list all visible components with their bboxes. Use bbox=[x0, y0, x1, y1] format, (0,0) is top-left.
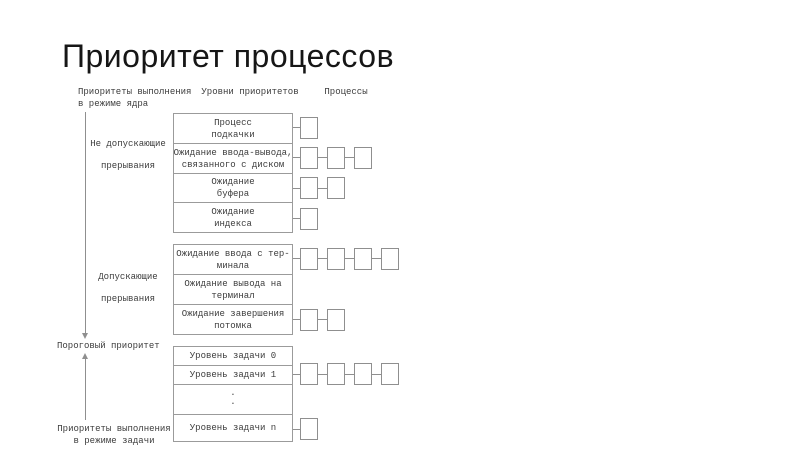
priority-level-text: Уровень задачи 0 bbox=[189, 351, 277, 361]
priority-level-text: подкачки bbox=[211, 129, 255, 140]
connector-line bbox=[318, 373, 327, 375]
label-line: в режиме задачи bbox=[73, 436, 155, 446]
process-chain bbox=[293, 247, 399, 270]
header-processes: Процессы bbox=[324, 87, 368, 97]
priority-level-text: связанного с диском bbox=[181, 159, 285, 170]
arrow-down-icon bbox=[82, 333, 88, 339]
connector-line bbox=[345, 157, 354, 158]
priority-level-text: Ожидание ввода с тер- bbox=[176, 248, 290, 259]
connector-line bbox=[372, 258, 381, 259]
connector-line bbox=[293, 319, 300, 320]
connector-line bbox=[318, 258, 327, 259]
kernel-priority-axis-line bbox=[85, 112, 86, 333]
header-kernel-mode-priorities: Приоритеты выполнения в режиме ядра bbox=[78, 86, 191, 110]
priority-level-text: Ожидание завершения bbox=[181, 308, 285, 319]
process-box bbox=[327, 308, 345, 331]
header-priority-levels: Уровни приоритетов bbox=[201, 87, 299, 97]
connector-line bbox=[293, 127, 300, 128]
label-non-interruptible: Не допускающие прерывания bbox=[90, 133, 166, 177]
priority-level-text: Ожидание bbox=[211, 206, 255, 217]
process-box bbox=[381, 363, 399, 385]
connector-line bbox=[293, 428, 300, 430]
connector-line bbox=[293, 258, 300, 259]
process-box bbox=[300, 308, 318, 331]
priority-level: Уровень задачи n bbox=[174, 414, 292, 441]
priority-level-text: · bbox=[230, 389, 236, 400]
connector-line bbox=[345, 373, 354, 375]
priority-level-text: Уровень задачи n bbox=[189, 423, 277, 433]
process-box bbox=[354, 363, 372, 385]
header-line: в режиме ядра bbox=[78, 99, 149, 109]
connector-line bbox=[318, 187, 327, 189]
priority-level-text: терминал bbox=[211, 290, 255, 301]
label-line: Допускающие bbox=[98, 272, 158, 282]
process-box bbox=[327, 247, 345, 270]
priority-level: Ожидание буфера bbox=[174, 173, 292, 202]
process-box bbox=[300, 247, 318, 270]
process-chain bbox=[293, 308, 345, 331]
process-chain bbox=[293, 418, 318, 440]
slide-title: Приоритет процессов bbox=[62, 38, 395, 74]
label-line: Приоритеты выполнения bbox=[57, 424, 171, 434]
label-task-mode-priorities: Приоритеты выполнения в режиме задачи bbox=[57, 423, 171, 447]
label-interruptible: Допускающие прерывания bbox=[90, 266, 166, 310]
priority-level-text: буфера bbox=[216, 189, 250, 199]
label-line: прерывания bbox=[100, 161, 155, 171]
process-box bbox=[327, 363, 345, 385]
process-box bbox=[300, 207, 318, 230]
header-line: Приоритеты выполнения bbox=[78, 87, 192, 97]
connector-line bbox=[293, 187, 300, 189]
process-box bbox=[300, 116, 318, 139]
process-box bbox=[300, 363, 318, 385]
priority-level: Ожидание ввода-вывода,связанного с диско… bbox=[174, 143, 292, 173]
process-box bbox=[300, 418, 318, 440]
process-box bbox=[327, 146, 345, 169]
process-chain bbox=[293, 207, 318, 230]
priority-level: ·· bbox=[174, 384, 292, 414]
priority-level: Уровень задачи 1 bbox=[174, 365, 292, 384]
connector-line bbox=[345, 258, 354, 259]
task-priority-axis-line bbox=[85, 359, 86, 420]
process-chain bbox=[293, 146, 372, 169]
arrow-up-icon bbox=[82, 353, 88, 359]
process-box bbox=[327, 177, 345, 199]
label-line: Не допускающие bbox=[90, 139, 166, 149]
connector-line bbox=[318, 319, 327, 320]
priority-level-text: индекса bbox=[214, 218, 252, 229]
connector-line bbox=[372, 373, 381, 375]
connector-line bbox=[293, 373, 300, 375]
process-chain bbox=[293, 177, 345, 199]
connector-line bbox=[318, 157, 327, 158]
priority-level-text: Процесс bbox=[214, 117, 252, 128]
process-box bbox=[381, 247, 399, 270]
label-line: прерывания bbox=[100, 294, 155, 304]
priority-level-text: Уровень задачи 1 bbox=[189, 370, 277, 380]
process-box bbox=[300, 177, 318, 199]
connector-line bbox=[293, 157, 300, 158]
process-box bbox=[354, 247, 372, 270]
level-group-task-levels: Уровень задачи 0 Уровень задачи 1 ·· Уровен… bbox=[173, 346, 293, 442]
priority-level-text: Ожидание bbox=[211, 177, 255, 187]
priority-level-text: Ожидание вывода на bbox=[184, 278, 282, 289]
priority-level: Уровень задачи 0 bbox=[174, 347, 292, 365]
process-box bbox=[354, 146, 372, 169]
process-box bbox=[300, 146, 318, 169]
priority-level: Ожидание ввода с тер-минала bbox=[174, 245, 292, 274]
priority-level-text: · bbox=[230, 398, 236, 409]
label-threshold-priority: Пороговый приоритет bbox=[57, 341, 160, 351]
process-chain bbox=[293, 363, 399, 385]
priority-level-text: потомка bbox=[214, 320, 252, 331]
process-chain bbox=[293, 116, 318, 139]
connector-line bbox=[293, 218, 300, 219]
priority-level-text: минала bbox=[216, 260, 250, 271]
priority-level-text: Ожидание ввода-вывода, bbox=[173, 147, 293, 158]
